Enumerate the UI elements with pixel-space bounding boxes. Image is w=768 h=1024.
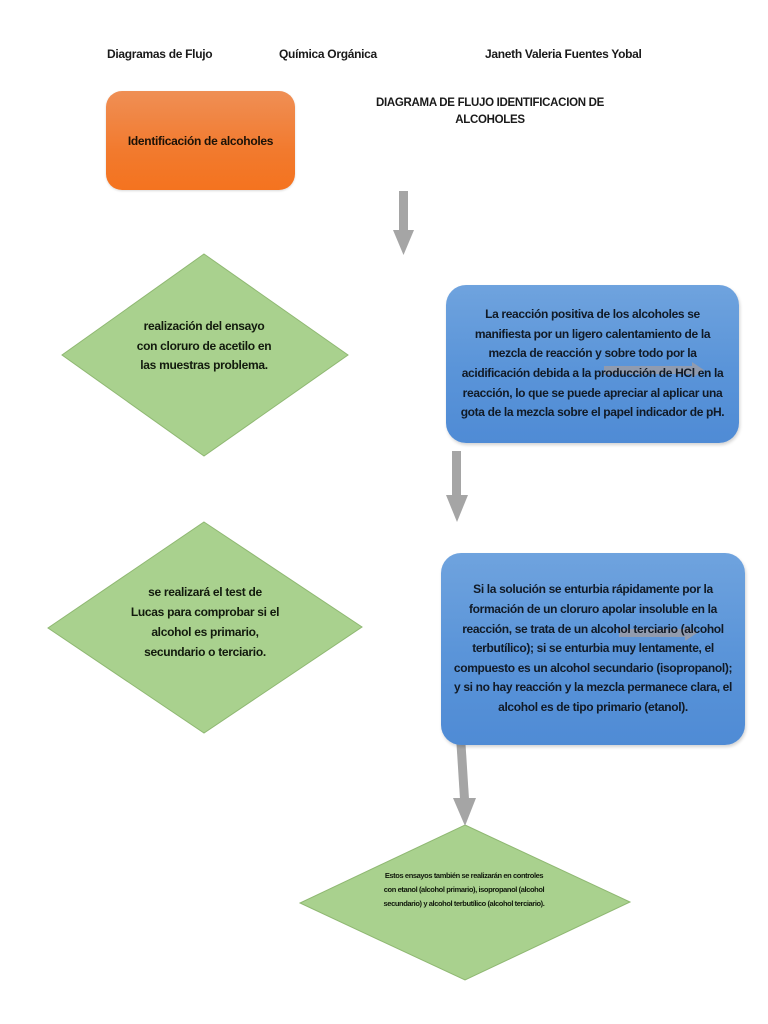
- flow-arrow-1-head: [393, 230, 414, 255]
- decision-node-2-label: se realizará el test de Lucas para compr…: [130, 585, 280, 659]
- decision-node-3-label: Estos ensayos también se realizarán en c…: [383, 871, 545, 908]
- flow-arrow-3-shaft: [456, 736, 469, 799]
- diagram-title: DIAGRAMA DE FLUJO IDENTIFICACION DE ALCO…: [375, 97, 605, 126]
- process-node-1-label: La reacción positiva de los alcoholes se…: [460, 307, 725, 420]
- faded-arrow-icon: [604, 362, 704, 378]
- flow-arrow-3-head: [453, 798, 476, 826]
- flow-arrow-2-head: [446, 495, 468, 522]
- header-subject: Diagramas de Flujo: [107, 47, 213, 61]
- process-node-2-label: Si la solución se enturbia rápidamente p…: [453, 582, 733, 714]
- flow-arrow-1-shaft: [399, 191, 408, 231]
- header-author: Janeth Valeria Fuentes Yobal: [485, 47, 642, 61]
- decision-node-1: [61, 253, 349, 457]
- start-node: Identificación de alcoholes: [106, 91, 295, 190]
- decision-node-2: [47, 521, 363, 734]
- flow-arrow-2: [446, 451, 468, 522]
- decision-node-3: [298, 824, 632, 981]
- process-node-2: Si la solución se enturbia rápidamente p…: [441, 553, 745, 745]
- decision-node-1-label: realización del ensayo con cloruro de ac…: [136, 319, 272, 372]
- process-node-1: La reacción positiva de los alcoholes se…: [446, 285, 739, 443]
- flow-arrow-1: [393, 191, 414, 255]
- start-node-label: Identificación de alcoholes: [127, 133, 274, 148]
- faded-arrow-icon: [619, 625, 697, 641]
- flow-arrow-2-shaft: [452, 451, 461, 496]
- header-course: Química Orgánica: [279, 47, 377, 61]
- flow-arrow-3: [453, 736, 476, 826]
